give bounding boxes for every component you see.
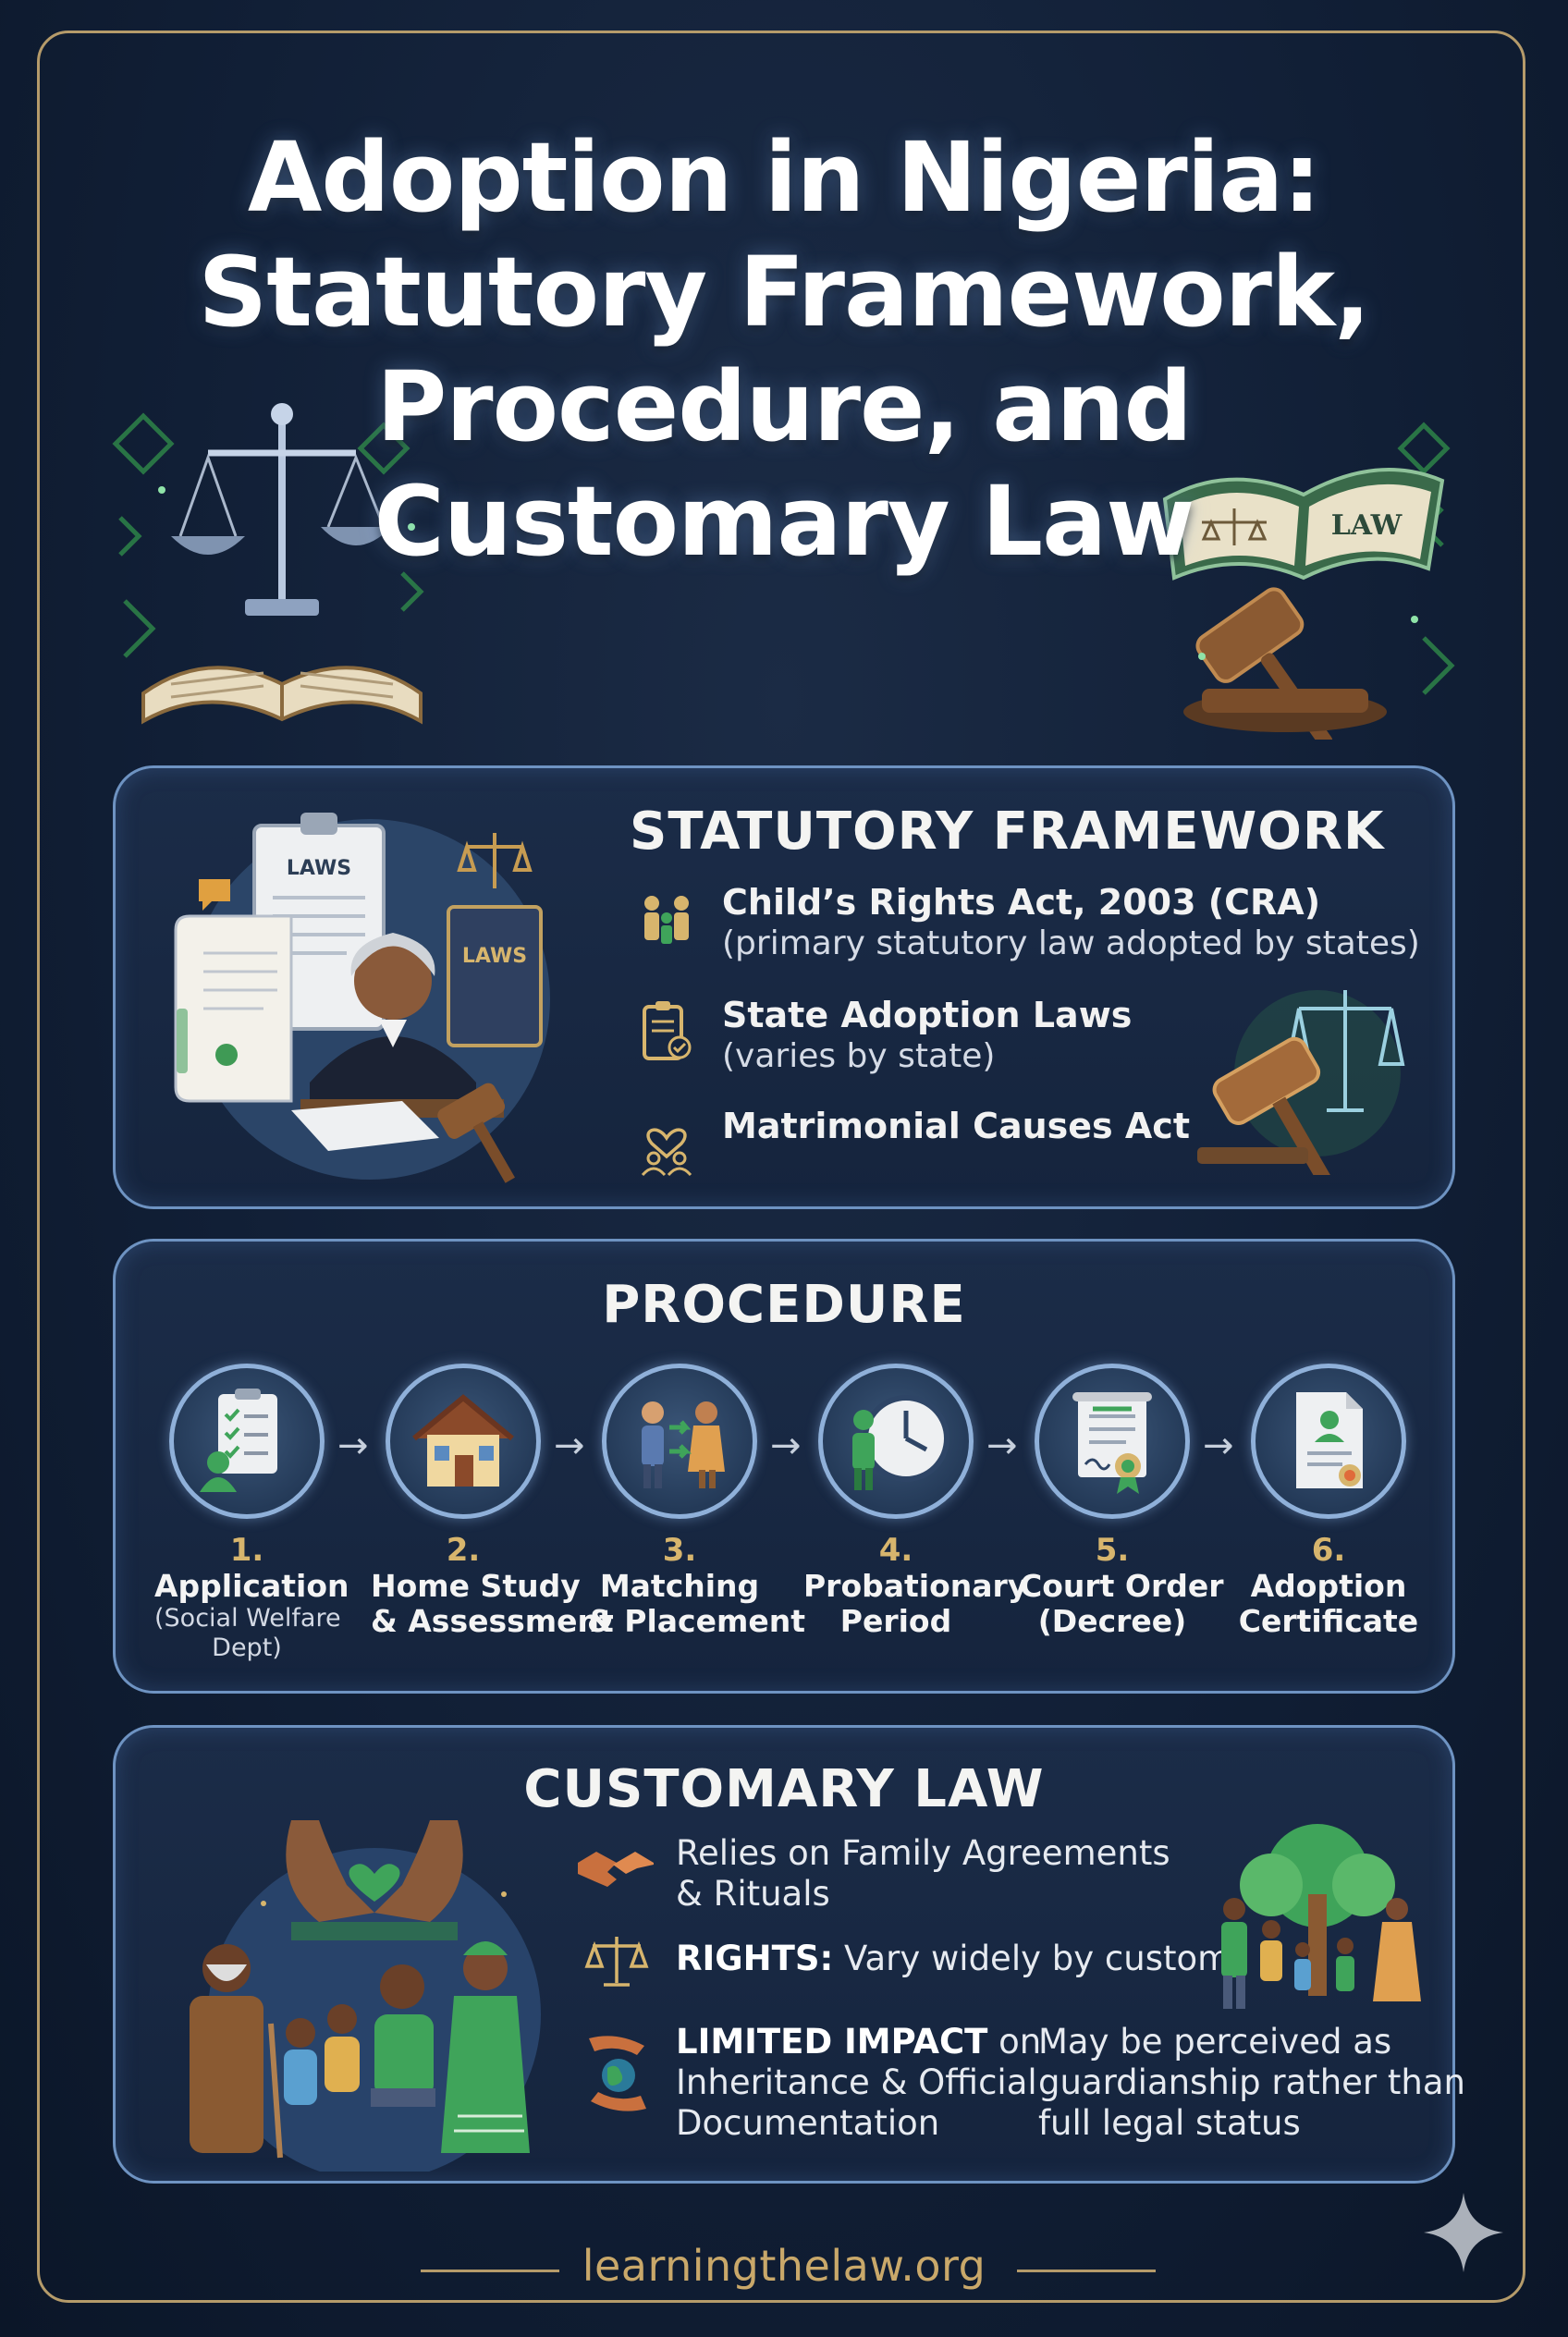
step-1-sub-1: (Social Welfare <box>154 1604 341 1633</box>
step-2-badge <box>386 1364 541 1519</box>
scales-and-book-illustration <box>112 403 424 725</box>
step-4-badge <box>818 1364 974 1519</box>
procedure-step-2: 2. Home Study & Assessment <box>371 1364 614 1639</box>
step-2-label-2: & Assessment <box>371 1603 614 1639</box>
step-5-badge <box>1035 1364 1190 1519</box>
application-checklist-icon <box>200 1389 277 1492</box>
title-line-2: Statutory Framework, <box>198 236 1370 349</box>
cra-title: Child’s Rights Act, 2003 (CRA) <box>722 882 1321 923</box>
customary-heading: CUSTOMARY LAW <box>523 1759 1045 1819</box>
state-adoption-laws-description: (varies by state) <box>722 1037 996 1075</box>
step-6-badge <box>1251 1364 1406 1519</box>
clock-person-icon <box>852 1395 949 1490</box>
law-book-label: LAWS <box>462 945 527 968</box>
family-tree-icon <box>1221 1824 1421 2009</box>
step-3-number: 3. <box>662 1532 697 1569</box>
step-1-number: 1. <box>229 1532 264 1569</box>
footer-rule-right <box>1017 2270 1156 2272</box>
gold-frame <box>37 31 1525 2303</box>
limited-impact-line-3: Documentation <box>676 2103 940 2143</box>
step-3-label-1: Matching <box>599 1568 760 1604</box>
rights-label: RIGHTS: <box>676 1939 834 1978</box>
procedure-step-5: 5. Court Order (Decree) <box>1020 1364 1224 1639</box>
step-3-label-2: & Placement <box>587 1603 806 1639</box>
arrow-icon: → <box>770 1425 802 1467</box>
step-5-label-1: Court Order <box>1020 1568 1224 1604</box>
agreements-line-2: & Rituals <box>676 1874 830 1914</box>
arrow-icon: → <box>337 1425 369 1467</box>
step-6-number: 6. <box>1311 1532 1346 1569</box>
footer-site[interactable]: learningthelaw.org <box>582 2241 986 2291</box>
limited-impact-on: on <box>987 2022 1042 2062</box>
gavel-scales-icon <box>1197 990 1405 1175</box>
procedure-panel: PROCEDURE 1. Application (Social Welfare… <box>113 1239 1455 1694</box>
step-3-badge <box>602 1364 757 1519</box>
judge-illustration: LAWS LAWS <box>174 813 550 1183</box>
sparkle-icon <box>1424 2193 1503 2272</box>
family-hands-illustration <box>190 1820 541 2172</box>
title-line-3: Procedure, and <box>376 350 1193 463</box>
step-4-label-2: Period <box>839 1603 952 1639</box>
certificate-icon <box>1296 1392 1363 1488</box>
family-icon <box>644 896 689 944</box>
step-4-label-1: Probationary <box>803 1568 1028 1604</box>
couple-heart-icon <box>641 1128 692 1177</box>
title-line-1: Adoption in Nigeria: <box>247 121 1321 234</box>
guardianship-note: May be perceived as guardianship rather … <box>1038 2022 1465 2144</box>
arrow-icon: → <box>1203 1425 1234 1467</box>
step-6-label-2: Certificate <box>1238 1603 1419 1639</box>
house-icon <box>412 1394 514 1487</box>
rights-text: Vary widely by custom <box>833 1939 1231 1978</box>
step-1-badge <box>169 1364 325 1519</box>
matching-people-icon <box>642 1401 725 1488</box>
matrimonial-causes-act-title: Matrimonial Causes Act <box>722 1106 1190 1146</box>
agreements-line-1: Relies on Family Agreements <box>676 1833 1170 1873</box>
step-2-label-1: Home Study <box>371 1568 581 1604</box>
step-4-number: 4. <box>878 1532 913 1569</box>
cra-description: (primary statutory law adopted by states… <box>722 924 1420 962</box>
law-book-and-gavel-illustration: LAW <box>1162 422 1455 740</box>
step-1-sub-2: Dept) <box>212 1633 282 1662</box>
customary-law-panel: CUSTOMARY LAW Relies on Family Agreement… <box>113 1725 1465 2184</box>
limited-impact-label: LIMITED IMPACT <box>676 2022 988 2062</box>
page-title: Adoption in Nigeria: Statutory Framework… <box>92 120 1476 579</box>
state-adoption-laws-title: State Adoption Laws <box>722 995 1133 1035</box>
scales-icon <box>584 1937 649 1987</box>
note-line-1: May be perceived as <box>1038 2022 1392 2062</box>
court-decree-icon <box>1072 1392 1152 1494</box>
statutory-framework-panel: LAWS LAWS STATUTORY FRAMEWORK <box>113 765 1455 1209</box>
procedure-steps: 1. Application (Social Welfare Dept) → 2… <box>116 1364 1452 1678</box>
clipboard-check-icon <box>643 1001 692 1060</box>
step-1-label: Application <box>154 1568 349 1604</box>
step-2-number: 2. <box>446 1532 481 1569</box>
hero-book-label: LAW <box>1331 509 1403 542</box>
handshake-icon <box>578 1852 654 1887</box>
globe-hands-icon <box>589 2036 646 2111</box>
arrow-icon: → <box>986 1425 1018 1467</box>
procedure-step-6: 6. Adoption Certificate <box>1236 1364 1421 1639</box>
footer-rule-left <box>421 2270 559 2272</box>
procedure-step-4: 4. Probationary Period <box>803 1364 1028 1639</box>
statutory-heading: STATUTORY FRAMEWORK <box>630 801 1385 862</box>
arrow-icon: → <box>554 1425 585 1467</box>
step-5-number: 5. <box>1095 1532 1130 1569</box>
procedure-heading: PROCEDURE <box>602 1275 966 1335</box>
step-5-label-2: (Decree) <box>1037 1603 1187 1639</box>
procedure-step-1: 1. Application (Social Welfare Dept) <box>154 1364 349 1663</box>
limited-impact-line-2: Inheritance & Official <box>676 2062 1037 2102</box>
note-line-3: full legal status <box>1038 2103 1301 2143</box>
step-6-label-1: Adoption <box>1250 1568 1407 1604</box>
title-line-4: Customary Law <box>374 465 1195 578</box>
note-line-2: guardianship rather than <box>1038 2062 1465 2102</box>
clipboard-label: LAWS <box>287 857 351 880</box>
procedure-step-3: 3. Matching & Placement <box>587 1364 806 1639</box>
